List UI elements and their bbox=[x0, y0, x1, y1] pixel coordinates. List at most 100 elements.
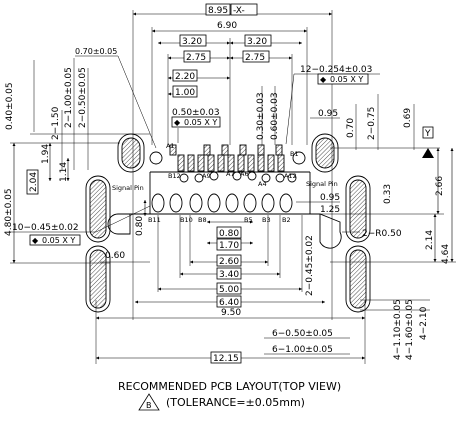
dim-label: 0.95 bbox=[318, 109, 338, 119]
top-small-pads bbox=[149, 151, 306, 165]
datum-x-label: -X- bbox=[233, 6, 245, 16]
pin-label-b2: B2 bbox=[282, 216, 291, 224]
bottom-row-pads bbox=[151, 193, 293, 213]
dim-left-lower: 10−0.45±0.02 ◆ 0.05 X Y 0.80 0.60 bbox=[10, 200, 151, 263]
dim-label: 2−0.75 bbox=[367, 107, 377, 140]
dim-0.30-0.60: 0.30±0.03 0.60±0.03 bbox=[256, 86, 280, 145]
dim-label: 8.95 bbox=[208, 6, 228, 16]
dim-6.90: 6.90 bbox=[151, 21, 308, 145]
fcf-label: 0.05 X Y bbox=[330, 75, 363, 84]
pin-label-b8: B8 bbox=[198, 216, 207, 224]
pin-label-b3: B3 bbox=[262, 216, 271, 224]
dim-label: 3.20 bbox=[247, 37, 267, 47]
svg-text:◆: ◆ bbox=[174, 118, 181, 127]
dim-label: 0.50±0.03 bbox=[172, 108, 220, 118]
pin-labels: A1 A12 B1 B12 A9 A7 A6 A4 B11 B10 B8 B5 … bbox=[112, 142, 338, 224]
dim-12-0.254: 12−0.254±0.03 ◆ 0.05 X Y bbox=[285, 65, 380, 145]
dim-label: 4−2.10 bbox=[419, 306, 429, 340]
dim-label: 2.60 bbox=[219, 257, 239, 267]
pin-label-a7: A7 bbox=[226, 170, 235, 178]
shell-slots bbox=[85, 133, 371, 313]
signal-pin-label-left: Signal Pin bbox=[112, 184, 144, 192]
mid-row-pads bbox=[179, 171, 297, 183]
pin-label-a12: A12 bbox=[284, 172, 297, 180]
dim-6-pads: 6−0.50±0.05 6−1.00±0.05 bbox=[264, 329, 350, 355]
dim-label: 2.14 bbox=[425, 230, 435, 250]
dim-label: 0.95 bbox=[320, 193, 340, 203]
signal-pin-label-right: Signal Pin bbox=[306, 180, 338, 188]
pin-label-b5: B5 bbox=[244, 216, 253, 224]
drawing-title-block: RECOMMENDED PCB LAYOUT(TOP VIEW) B (TOLE… bbox=[118, 380, 341, 411]
pin-label-b10: B10 bbox=[180, 216, 193, 224]
datum-y-label: Y bbox=[424, 129, 431, 139]
fcf-label: 0.05 X Y bbox=[184, 118, 217, 127]
dim-label: 12.15 bbox=[213, 354, 239, 364]
dim-label: 0.30±0.03 bbox=[256, 92, 266, 140]
fcf-label: 0.05 X Y bbox=[42, 236, 75, 245]
dim-label: 12−0.254±0.03 bbox=[300, 65, 372, 75]
dim-label: 1.25 bbox=[320, 205, 340, 215]
dim-label: 2−1.00±0.05 bbox=[64, 67, 74, 128]
dim-label: 1.00 bbox=[175, 88, 195, 98]
dim-2-0.45: 2−0.45±0.02 bbox=[305, 235, 315, 296]
dim-bottom-stack: 0.80 1.70 2.60 3.40 5.00 6.40 9.50 12.15 bbox=[95, 215, 366, 364]
dim-label: 0.69 bbox=[403, 108, 413, 128]
dim-label: 3.20 bbox=[182, 37, 202, 47]
dim-label: 2.04 bbox=[29, 172, 39, 192]
dim-2.75-pair: 2.75 2.75 bbox=[167, 50, 293, 145]
dim-label: 6.40 bbox=[219, 298, 239, 308]
svg-text:◆: ◆ bbox=[320, 75, 327, 84]
dim-3.20-pair: 3.20 3.20 bbox=[158, 34, 302, 145]
dim-label: 2.66 bbox=[435, 176, 445, 196]
dim-label: 0.33 bbox=[383, 184, 393, 204]
board-outline bbox=[107, 171, 342, 249]
revision-triangle bbox=[138, 393, 160, 411]
dim-label: 4.80±0.05 bbox=[4, 188, 14, 236]
dim-left-verticals: 0.40±0.05 2−1.50 2−1.00±0.05 2−0.50±0.05… bbox=[4, 58, 150, 264]
dim-right-verticals: 0.95 0.70 2−0.75 0.69 Y 0.33 2.66 4.64 2… bbox=[296, 94, 456, 264]
pin-label-b12: B12 bbox=[168, 172, 181, 180]
dim-label: 2.75 bbox=[186, 53, 206, 63]
dim-label: 9.50 bbox=[221, 308, 241, 318]
dim-label: 4−1.10±0.05 bbox=[393, 299, 403, 360]
dim-label: 6−0.50±0.05 bbox=[272, 329, 333, 339]
dim-label: 1.70 bbox=[219, 241, 239, 251]
dim-2.20: 2.20 bbox=[168, 69, 230, 82]
revision-mark: B bbox=[146, 401, 152, 410]
dim-4-pads: 4−1.10±0.05 4−1.60±0.05 4−2.10 bbox=[360, 299, 430, 360]
dim-1.00: 1.00 bbox=[168, 85, 198, 98]
pin-label-b1: B1 bbox=[290, 150, 299, 158]
dim-label: 2.20 bbox=[175, 72, 195, 82]
dim-label: 2.75 bbox=[245, 53, 265, 63]
dim-label: 0.70 bbox=[346, 118, 356, 138]
dim-label: 5.00 bbox=[219, 285, 239, 295]
dim-0.50: 0.50±0.03 ◆ 0.05 X Y bbox=[171, 108, 221, 143]
dim-label: 0.80 bbox=[219, 229, 239, 239]
dim-label: 2−0.45±0.02 bbox=[305, 235, 315, 296]
signal-pads-top-row bbox=[169, 144, 285, 172]
dim-label: 0.60 bbox=[105, 251, 125, 261]
dim-label: 1.94 bbox=[41, 144, 51, 164]
dim-label: 10−0.45±0.02 bbox=[12, 223, 79, 233]
pin-label-b11: B11 bbox=[148, 216, 161, 224]
dim-label: 2−0.50±0.05 bbox=[78, 67, 88, 128]
dim-label: 0.70±0.05 bbox=[75, 47, 117, 56]
dim-label: 4−1.60±0.05 bbox=[405, 299, 415, 360]
svg-text:◆: ◆ bbox=[32, 236, 39, 245]
pin-label-a9: A9 bbox=[202, 172, 211, 180]
pin-label-a1: A1 bbox=[166, 142, 175, 150]
dim-label: 3.40 bbox=[219, 270, 239, 280]
dim-label: 2−R0.50 bbox=[362, 229, 402, 239]
dim-label: 0.80 bbox=[135, 216, 145, 236]
drawing-title: RECOMMENDED PCB LAYOUT(TOP VIEW) bbox=[118, 380, 341, 393]
dim-label: 0.40±0.05 bbox=[5, 82, 15, 130]
pin-label-a4: A4 bbox=[258, 180, 267, 188]
tolerance-note: (TOLERANCE=±0.05mm) bbox=[166, 396, 305, 409]
dim-0.70-left: 0.70±0.05 bbox=[75, 47, 157, 149]
datum-y-triangle bbox=[422, 148, 434, 158]
dim-label: 4.64 bbox=[441, 244, 451, 264]
dim-label: 6−1.00±0.05 bbox=[272, 345, 333, 355]
dim-label: 6.90 bbox=[217, 21, 237, 31]
pin-label-a6: A6 bbox=[240, 170, 249, 178]
